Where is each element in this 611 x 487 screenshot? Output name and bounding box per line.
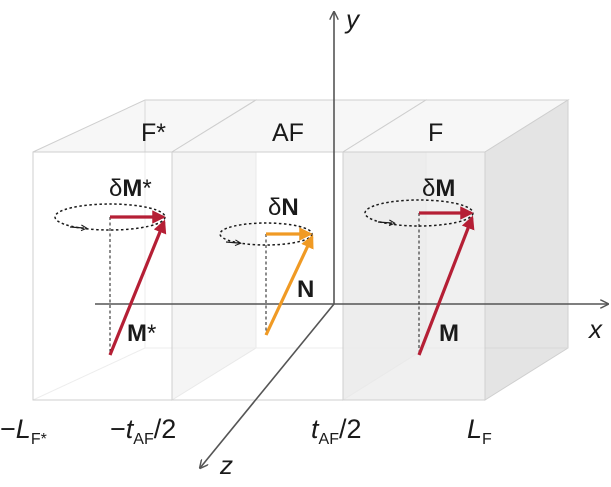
label-delta-m-star: δM* <box>109 175 152 202</box>
tick-label-neg-lf-star: −LF* <box>0 414 47 448</box>
label-delta-m: δM <box>422 175 455 202</box>
axis-label-z: z <box>219 450 233 480</box>
tick-label-taf: tAF/2 <box>311 414 362 448</box>
coordinate-axes <box>95 12 608 468</box>
tick-label-neg-taf: −tAF/2 <box>110 414 176 448</box>
layer-label-f: F <box>428 119 443 147</box>
projection-lines <box>109 213 420 355</box>
vector-n <box>264 227 314 336</box>
vector-m <box>417 206 475 356</box>
axis-label-y: y <box>344 4 361 34</box>
tick-label-lf: LF <box>467 414 492 448</box>
label-m: M <box>439 320 459 347</box>
layer-label-f-star: F* <box>141 119 166 147</box>
label-delta-n: δN <box>268 194 299 221</box>
axis-label-x: x <box>587 314 603 344</box>
layer-label-af: AF <box>272 119 304 147</box>
label-n: N <box>297 276 314 303</box>
z-axis-line <box>200 303 335 468</box>
label-m-star: M* <box>127 320 156 347</box>
vector-m-star <box>108 210 167 356</box>
layer-f-box <box>341 99 570 401</box>
